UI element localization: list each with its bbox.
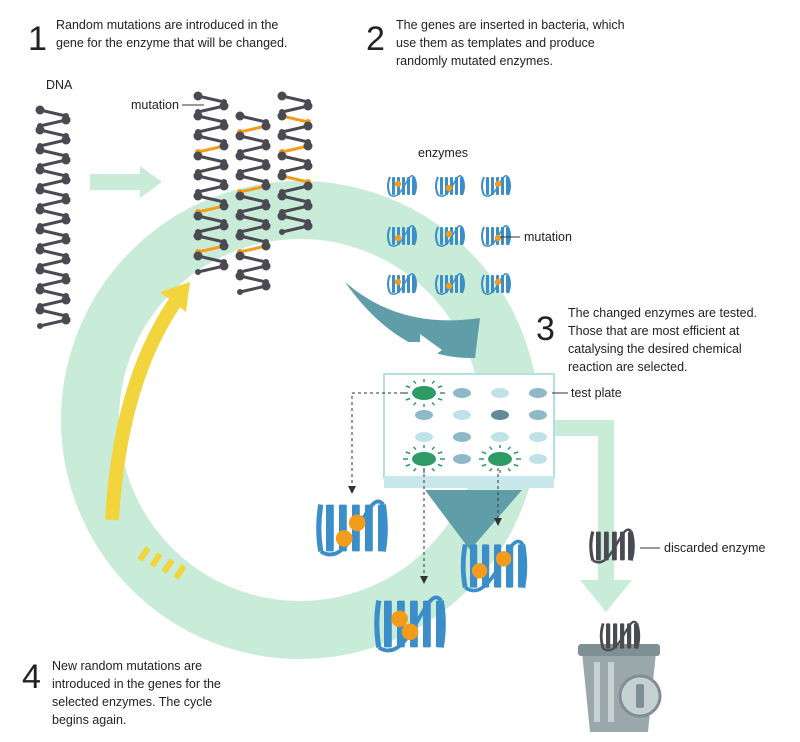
step-1-text: Random mutations are introduced in the g… xyxy=(56,18,288,50)
selection-arrows xyxy=(348,392,502,584)
mutated-dna-strand-3 xyxy=(277,91,313,235)
teal-wedge-top xyxy=(345,282,480,359)
test-well xyxy=(491,410,509,420)
white-arrow-2 xyxy=(402,334,442,366)
test-well xyxy=(529,410,547,420)
test-well xyxy=(415,410,433,420)
discarded-enzyme xyxy=(589,528,635,564)
step-1-number: 1 xyxy=(28,20,47,58)
step-2-text: The genes are inserted in bacteria, whic… xyxy=(396,18,625,68)
enzyme-grid xyxy=(387,175,511,295)
test-well xyxy=(415,432,433,442)
selected-enzymes xyxy=(316,499,528,653)
test-well xyxy=(529,388,547,398)
mutation-label-enzyme: mutation xyxy=(524,230,572,244)
enzymes-label: enzymes xyxy=(418,146,469,160)
dna-label: DNA xyxy=(46,78,73,92)
test-plate-label: test plate xyxy=(571,386,622,400)
step-4-text: New random mutations are introduced in t… xyxy=(52,659,221,727)
step-3-text: The changed enzymes are tested. Those th… xyxy=(568,306,758,374)
selected-well xyxy=(488,452,512,466)
discarded-enzyme-label: discarded enzyme xyxy=(664,541,766,555)
selected-well xyxy=(412,386,436,400)
mutated-dna-strand-2 xyxy=(235,111,271,295)
step-2-number: 2 xyxy=(366,20,385,58)
test-plate xyxy=(383,373,555,488)
step-3-number: 3 xyxy=(536,310,555,348)
discard-channel xyxy=(555,420,632,612)
mutation-label-dna: mutation xyxy=(131,98,179,112)
selected-well xyxy=(412,452,436,466)
test-well xyxy=(453,454,471,464)
test-well xyxy=(529,454,547,464)
mutated-dna-strand-1 xyxy=(193,91,229,275)
trash-bin xyxy=(578,620,662,732)
test-well xyxy=(491,388,509,398)
yellow-arrow xyxy=(105,282,190,580)
step-4-number: 4 xyxy=(22,658,41,696)
white-arrow-1 xyxy=(272,254,352,286)
dna-strand xyxy=(35,105,71,329)
test-well xyxy=(453,410,471,420)
test-well xyxy=(453,432,471,442)
test-well xyxy=(453,388,471,398)
test-well xyxy=(529,432,547,442)
test-well xyxy=(491,432,509,442)
arrow-dna-to-genes xyxy=(90,166,162,198)
